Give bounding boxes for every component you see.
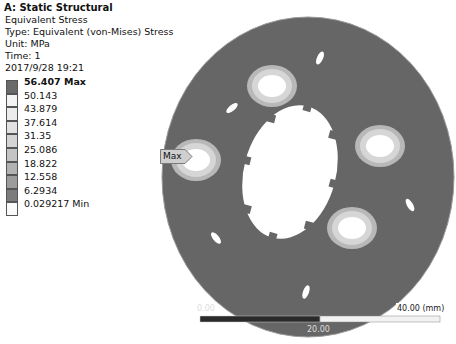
slots (209, 50, 416, 299)
callout-outline (161, 150, 193, 164)
bolt-hole-stress (171, 65, 405, 249)
callout-text: Max (160, 150, 185, 162)
header-line: Type: Equivalent (von-Mises) Stress (4, 26, 175, 38)
header-line: Time: 1 (4, 50, 42, 62)
legend-value: 25.086 (24, 144, 57, 156)
legend-value: 0.029217 Min (24, 198, 89, 210)
legend-swatch (6, 162, 18, 176)
legend-swatch (6, 80, 18, 94)
legend-swatch (6, 121, 18, 135)
legend-swatch (6, 107, 18, 121)
header-line: 2017/9/28 19:21 (4, 62, 85, 74)
legend-value: 31.35 (24, 130, 51, 142)
scale-value: 40.00 (mm) (396, 303, 445, 315)
legend-swatch (6, 148, 18, 162)
scale-value: 20.00 (306, 324, 331, 336)
legend-value: 50.143 (24, 90, 57, 102)
legend-value: 37.614 (24, 117, 57, 129)
legend-value: 6.2934 (24, 185, 57, 197)
legend-swatch (6, 189, 18, 203)
legend-swatch (6, 94, 18, 108)
legend-value: 12.558 (24, 171, 57, 183)
max-callout: Max (160, 150, 185, 162)
legend-swatch (6, 134, 18, 148)
legend-swatch (6, 202, 18, 216)
legend-value: 18.822 (24, 158, 57, 170)
header-line: Unit: MPa (4, 38, 51, 50)
disc (162, 17, 454, 337)
scale-bar (200, 316, 440, 322)
header-line: Equivalent Stress (4, 14, 89, 26)
legend-value: 56.407 Max (24, 76, 86, 88)
legend-value: 43.879 (24, 103, 57, 115)
plot-title: A: Static Structural (4, 2, 113, 14)
scale-value: 0.00 (196, 303, 216, 315)
center-hole (224, 91, 355, 254)
legend-swatch (6, 175, 18, 189)
